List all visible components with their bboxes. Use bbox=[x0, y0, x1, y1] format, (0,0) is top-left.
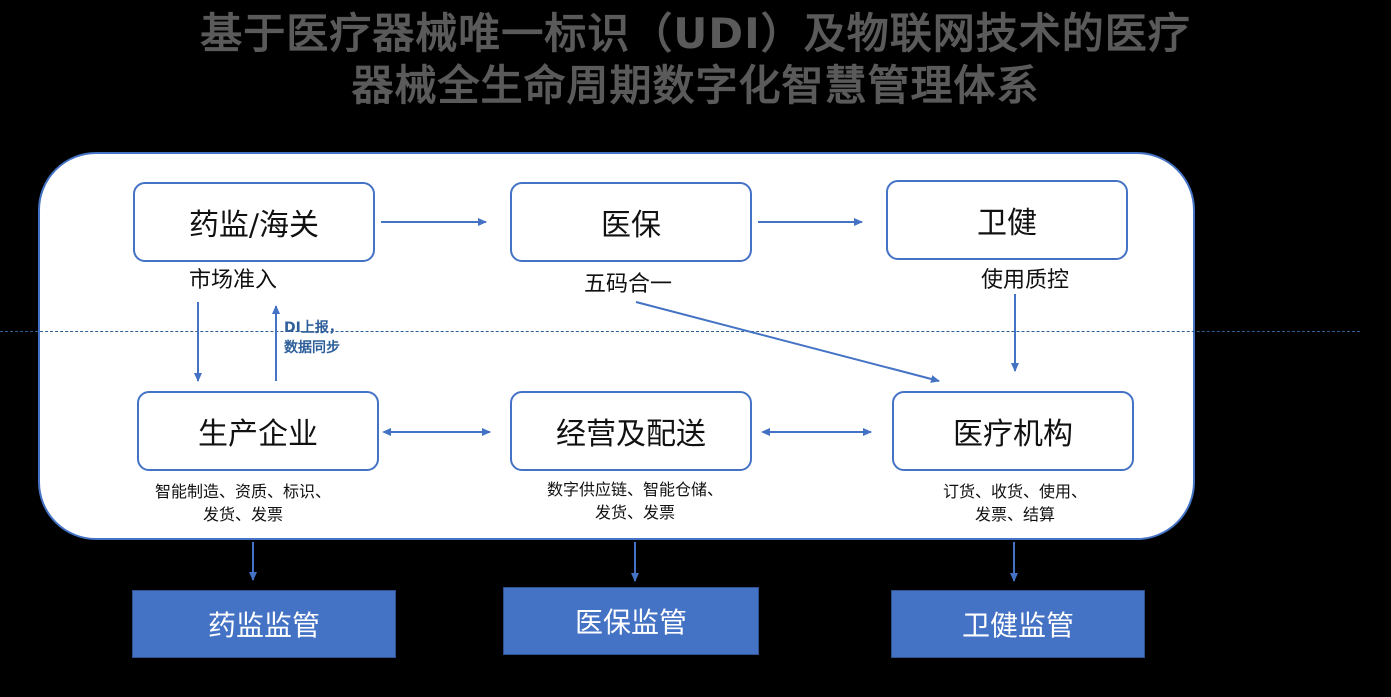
node-yaojian-haiguan: 药监/海关 bbox=[133, 182, 375, 262]
label-quality-control: 使用质控 bbox=[980, 268, 1069, 293]
detail-shengchan-line-2: 发货、发票 bbox=[202, 505, 283, 524]
node-weijian: 卫健 bbox=[886, 180, 1128, 260]
node-yiliao: 医疗机构 bbox=[892, 391, 1134, 471]
arrow-five-code-to-yiliao bbox=[635, 301, 940, 383]
dashed-divider bbox=[0, 331, 1360, 332]
node-yibao: 医保 bbox=[510, 182, 752, 262]
regulator-yaojian: 药监监管 bbox=[132, 590, 396, 658]
title-line-1: 基于医疗器械唯一标识（UDI）及物联网技术的医疗 bbox=[200, 9, 1191, 58]
label-five-code: 五码合一 bbox=[583, 272, 672, 297]
node-shengchan: 生产企业 bbox=[137, 391, 379, 471]
note-di-report-line-1: DI上报， bbox=[284, 320, 343, 336]
regulator-weijian: 卫健监管 bbox=[891, 590, 1145, 658]
label-market-access: 市场准入 bbox=[188, 268, 277, 293]
detail-yiliao-line-1: 订货、收货、使用、 bbox=[942, 482, 1087, 501]
note-di-report-line-2: 数据同步 bbox=[284, 340, 340, 356]
title-line-2: 器械全生命周期数字化智慧管理体系 bbox=[351, 61, 1040, 110]
detail-jingying-line-2: 发货、发票 bbox=[594, 503, 675, 522]
detail-yiliao-line-2: 发票、结算 bbox=[974, 505, 1055, 524]
regulator-yibao: 医保监管 bbox=[503, 587, 759, 655]
node-jingying: 经营及配送 bbox=[510, 391, 752, 471]
detail-shengchan-line-1: 智能制造、资质、标识、 bbox=[154, 482, 331, 501]
detail-jingying-line-1: 数字供应链、智能仓储、 bbox=[546, 480, 723, 499]
